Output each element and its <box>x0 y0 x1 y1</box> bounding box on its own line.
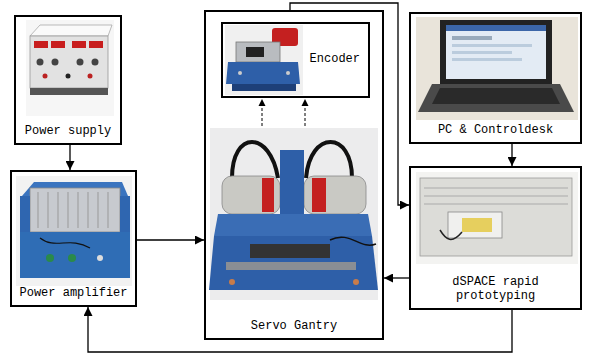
box-label: PC & Controldesk <box>436 123 555 137</box>
component-box: Power supply <box>14 15 122 145</box>
power-amplifier-photo <box>16 176 132 286</box>
signal-arrow <box>384 277 409 278</box>
signal-arrow <box>290 3 409 205</box>
signal-arrow <box>88 307 512 352</box>
component-box: PC & Controldesk <box>409 12 582 144</box>
component-box: Power amplifier <box>10 170 137 307</box>
signal-arrow <box>69 145 70 170</box>
box-label: Power supply <box>23 124 113 138</box>
power-supply-photo <box>26 20 114 116</box>
servo-gantry-photo <box>209 128 378 300</box>
box-label: dSPACE rapid prototyping <box>432 275 560 303</box>
dspace-photo <box>416 172 578 264</box>
box-label: Encoder <box>308 52 362 66</box>
inset-box: Encoder <box>221 22 370 98</box>
laptop-photo <box>416 17 578 120</box>
box-label: Power amplifier <box>17 286 129 300</box>
signal-arrow <box>137 239 204 240</box>
encoder-photo <box>225 25 303 95</box>
component-box: dSPACE rapid prototyping <box>409 166 582 310</box>
signal-arrow <box>511 144 512 166</box>
component-box: EncoderServo Gantry <box>204 10 384 340</box>
box-label: Servo Gantry <box>249 319 339 333</box>
zoom-arrows <box>259 99 309 126</box>
